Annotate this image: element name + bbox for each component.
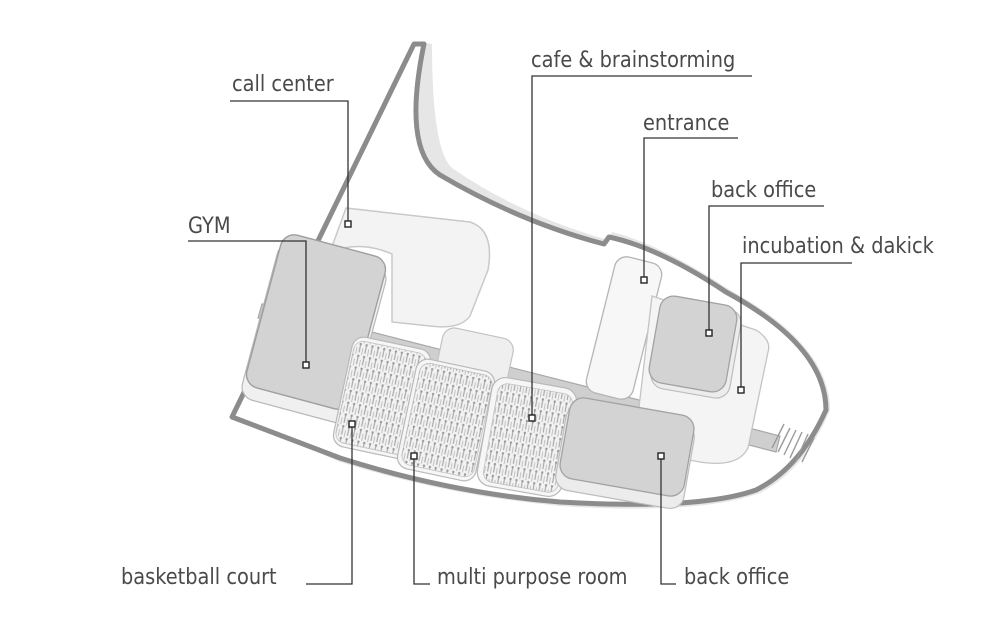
label-entrance: entrance bbox=[643, 111, 730, 136]
leader-back-office-bottom bbox=[660, 456, 676, 585]
bike-rack bbox=[771, 423, 815, 463]
pin-back-office-top bbox=[705, 329, 713, 337]
pin-gym bbox=[302, 361, 310, 369]
pin-entrance bbox=[640, 276, 648, 284]
label-back-office-bottom: back office bbox=[684, 565, 790, 590]
leader-back-office-top bbox=[708, 205, 824, 333]
label-call-center: call center bbox=[232, 72, 334, 97]
label-multi-purpose-room: multi purpose room bbox=[437, 565, 628, 590]
label-back-office-top: back office bbox=[711, 178, 817, 203]
leader-basketball bbox=[306, 424, 353, 585]
leader-multi-purpose bbox=[413, 456, 430, 585]
call-center-block bbox=[328, 207, 491, 328]
leader-call-center bbox=[230, 100, 349, 224]
pin-incubation bbox=[737, 386, 745, 394]
pin-markers bbox=[302, 220, 745, 460]
leader-entrance bbox=[643, 137, 738, 280]
label-cafe-brainstorming: cafe & brainstorming bbox=[531, 48, 736, 73]
pin-call-center bbox=[344, 220, 352, 228]
leader-incubation bbox=[740, 262, 852, 390]
multi-purpose-room-block-2 bbox=[476, 376, 578, 498]
pin-cafe bbox=[528, 414, 536, 422]
leader-lines bbox=[188, 75, 852, 585]
label-incubation-dakick: incubation & dakick bbox=[742, 234, 934, 259]
pin-basketball bbox=[348, 420, 356, 428]
label-basketball-court: basketball court bbox=[121, 565, 277, 590]
leader-cafe bbox=[531, 75, 752, 418]
label-gym: GYM bbox=[188, 214, 231, 239]
pin-back-office-bottom bbox=[657, 452, 665, 460]
back-office-top-block bbox=[648, 295, 742, 399]
pin-multi-purpose bbox=[410, 452, 418, 460]
leader-gym bbox=[188, 240, 307, 365]
